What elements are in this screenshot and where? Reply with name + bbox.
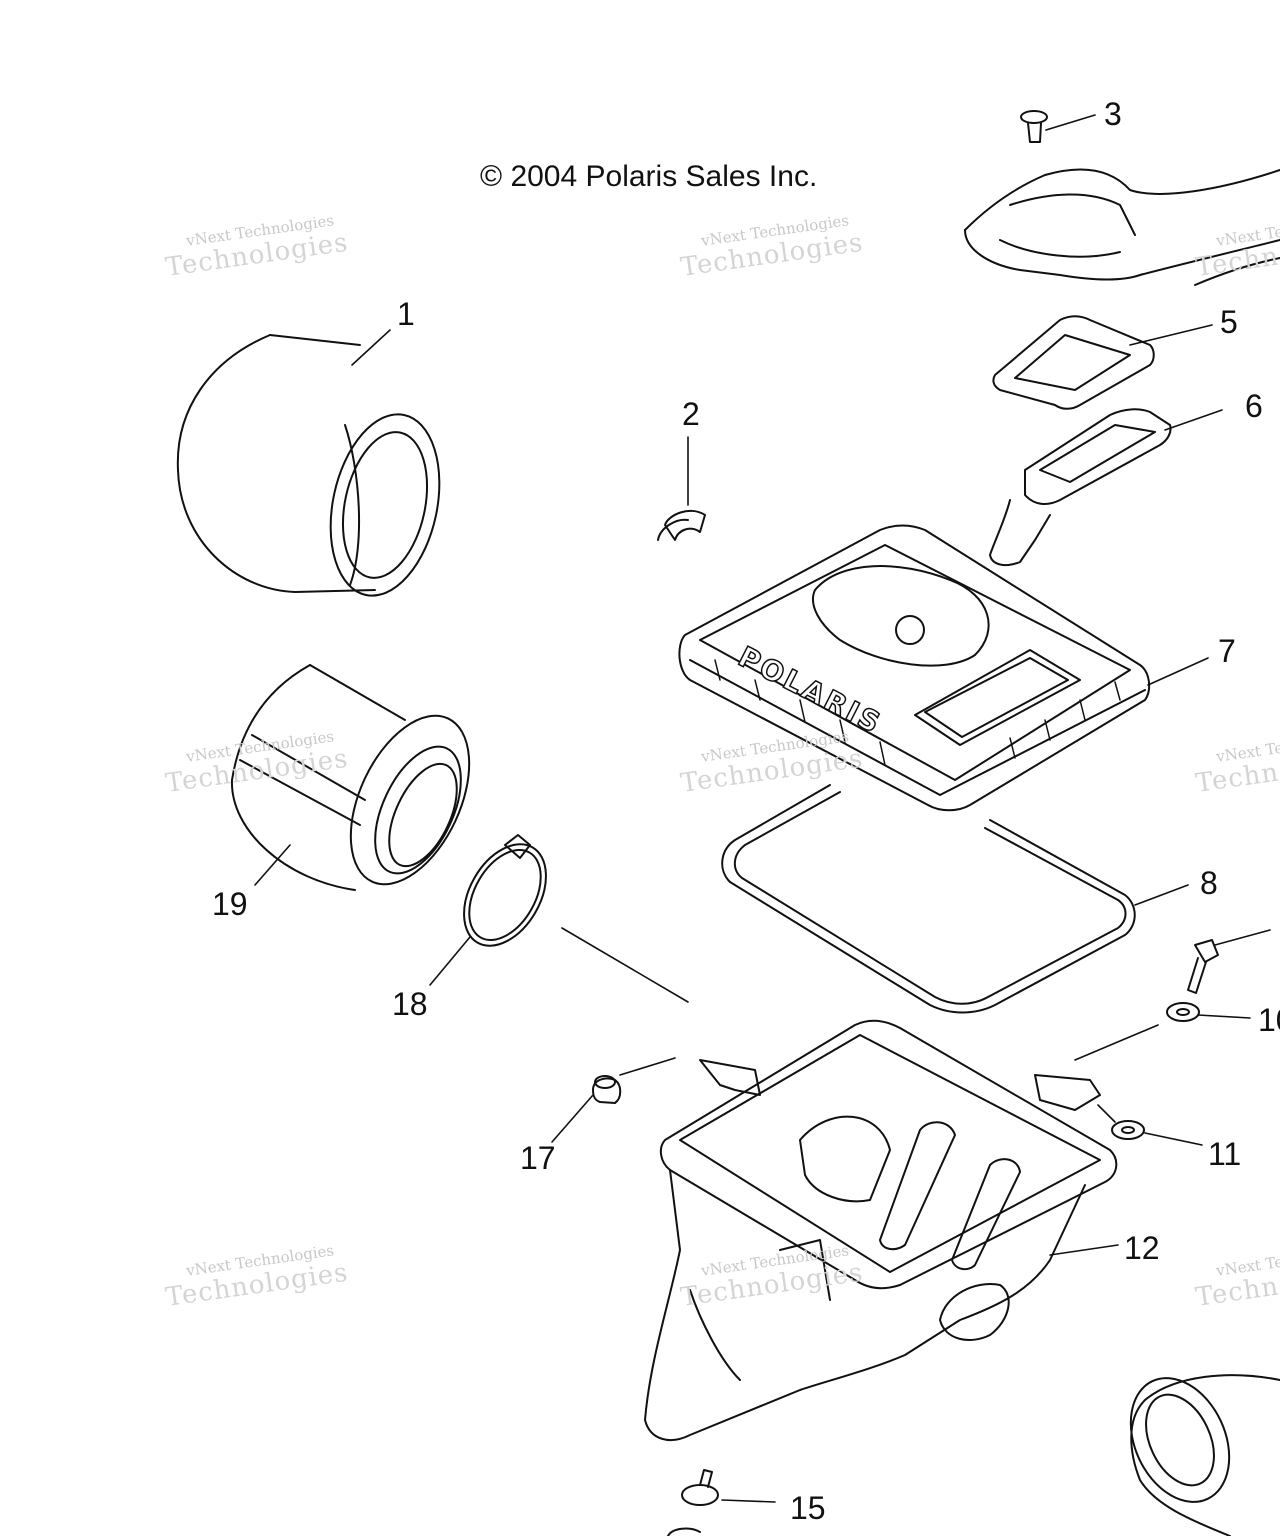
part-5-gasket — [993, 316, 1153, 409]
part-18-hose-clamp — [447, 830, 563, 960]
part-3-screw — [1021, 111, 1047, 142]
callout-5: 5 — [1220, 304, 1238, 340]
part-11-washer — [1112, 1121, 1144, 1139]
part-7-airbox-cover — [679, 526, 1149, 811]
callout-19: 19 — [212, 886, 248, 922]
copyright-notice: © 2004 Polaris Sales Inc. — [480, 160, 818, 193]
leader-lines — [255, 115, 1270, 1502]
callout-6: 6 — [1245, 388, 1263, 424]
callout-18: 18 — [392, 986, 428, 1022]
part-15-clip — [668, 1470, 718, 1536]
part-19-filter — [232, 665, 493, 903]
intake-duct-upper — [965, 170, 1280, 285]
callout-11: 11 — [1208, 1136, 1242, 1172]
part-1-filter-foam — [178, 335, 455, 606]
callout-8: 8 — [1200, 865, 1218, 901]
part-12-airbox-base — [645, 1021, 1116, 1440]
part-2-clip — [658, 511, 705, 540]
part-10-washer-and-bolt — [1167, 940, 1218, 1021]
callout-12: 12 — [1124, 1230, 1160, 1266]
callout-15: 15 — [790, 1490, 826, 1526]
part-17-grommet — [593, 1076, 620, 1103]
part-6-inlet-boot — [990, 409, 1171, 565]
callout-1: 1 — [397, 296, 415, 332]
callout-3: 3 — [1104, 96, 1122, 132]
lower-duct-cropped — [1112, 1362, 1280, 1536]
callout-17: 17 — [520, 1140, 556, 1176]
callout-2: 2 — [682, 396, 700, 432]
part-8-seal — [722, 785, 1135, 1013]
callout-10: 10 — [1258, 1002, 1280, 1038]
callout-7: 7 — [1218, 633, 1236, 669]
